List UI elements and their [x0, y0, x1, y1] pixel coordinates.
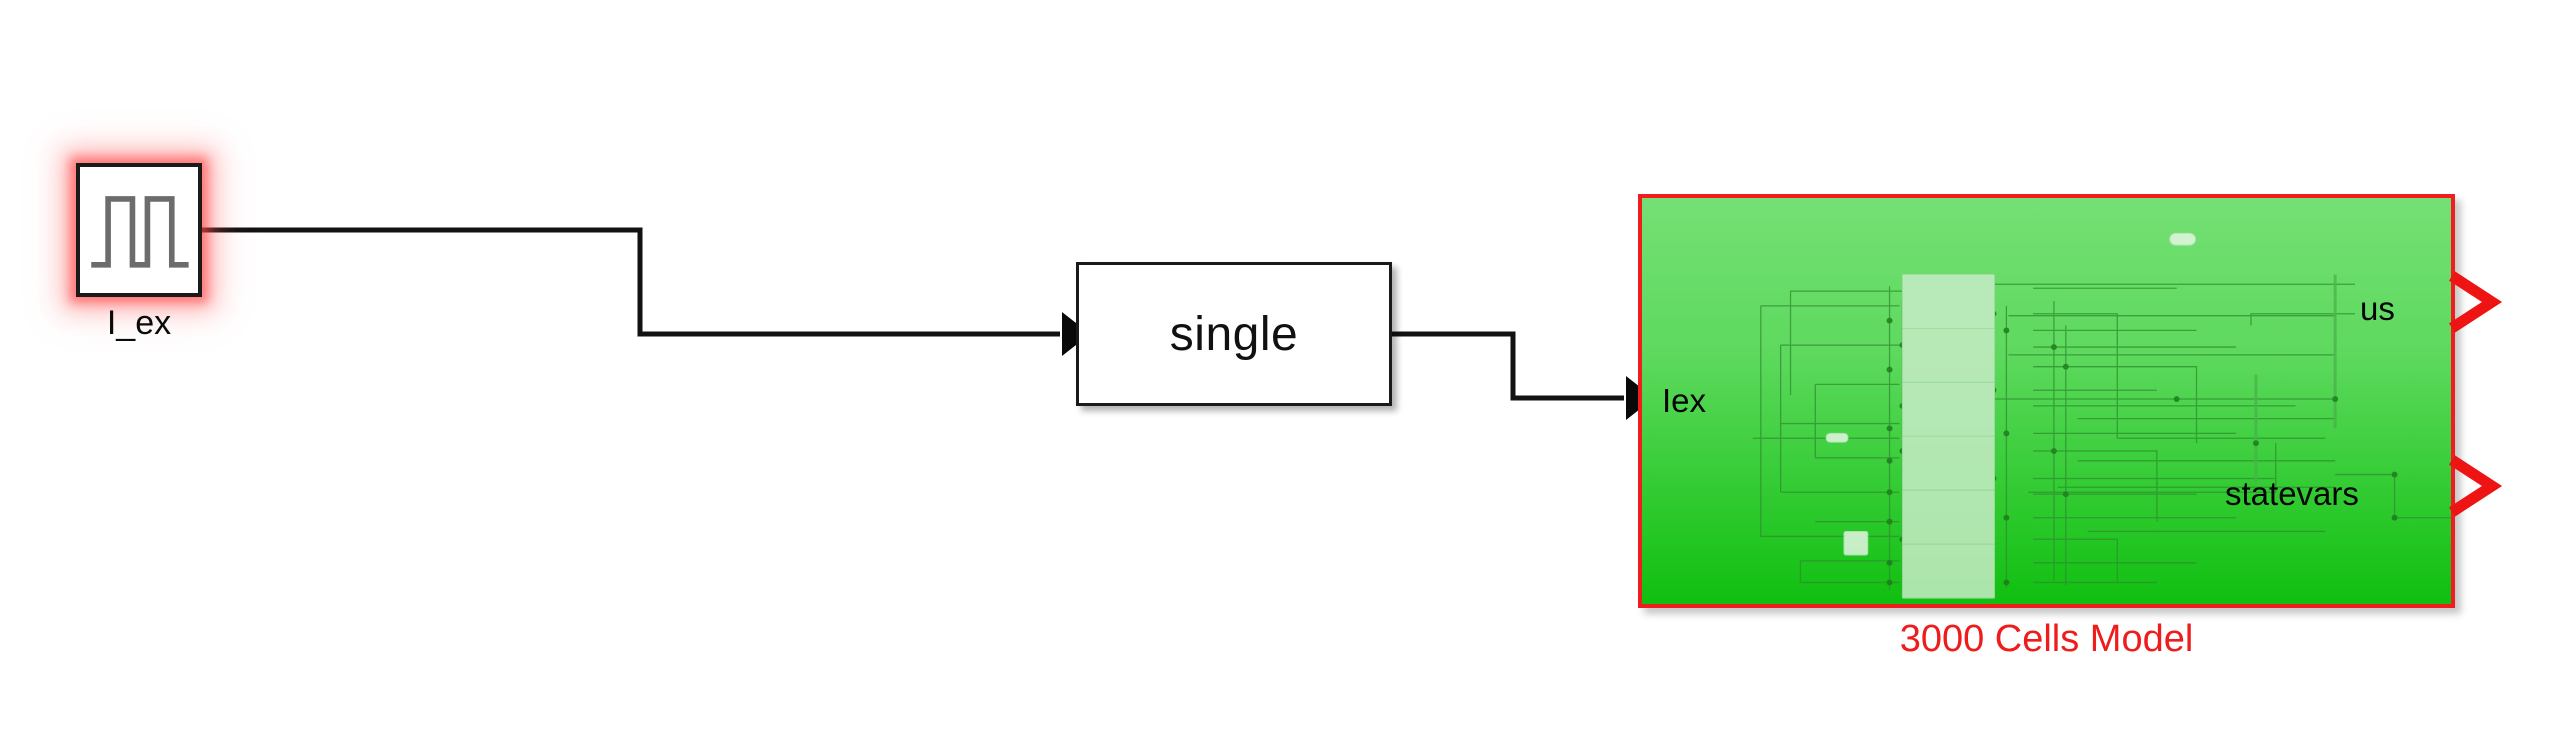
block-label-single: single	[1169, 307, 1299, 361]
signal-wire-iex-to-single	[202, 227, 1060, 337]
subsystem-caption: 3000 Cells Model	[1899, 618, 2194, 660]
output-port-chevron-icon	[2449, 455, 2503, 517]
subsystem-output-port-statevars[interactable]: statevars	[2225, 475, 2359, 512]
block-type-convert-single[interactable]: single	[1076, 262, 1392, 406]
subsystem-preview-thumbnail	[1642, 198, 2451, 604]
block-subsystem-3000-cells[interactable]	[1638, 194, 2455, 608]
subsystem-output-port-us[interactable]: us	[2360, 290, 2395, 327]
subsystem-input-port-iex[interactable]: Iex	[1662, 382, 1707, 419]
output-port-chevron-icon	[2449, 271, 2503, 333]
block-pulse-generator[interactable]	[76, 163, 202, 297]
signal-wire-single-to-subsystem	[1392, 331, 1624, 401]
block-label-iex: I_ex	[106, 304, 172, 342]
pulse-generator-waveform-icon	[91, 196, 189, 268]
